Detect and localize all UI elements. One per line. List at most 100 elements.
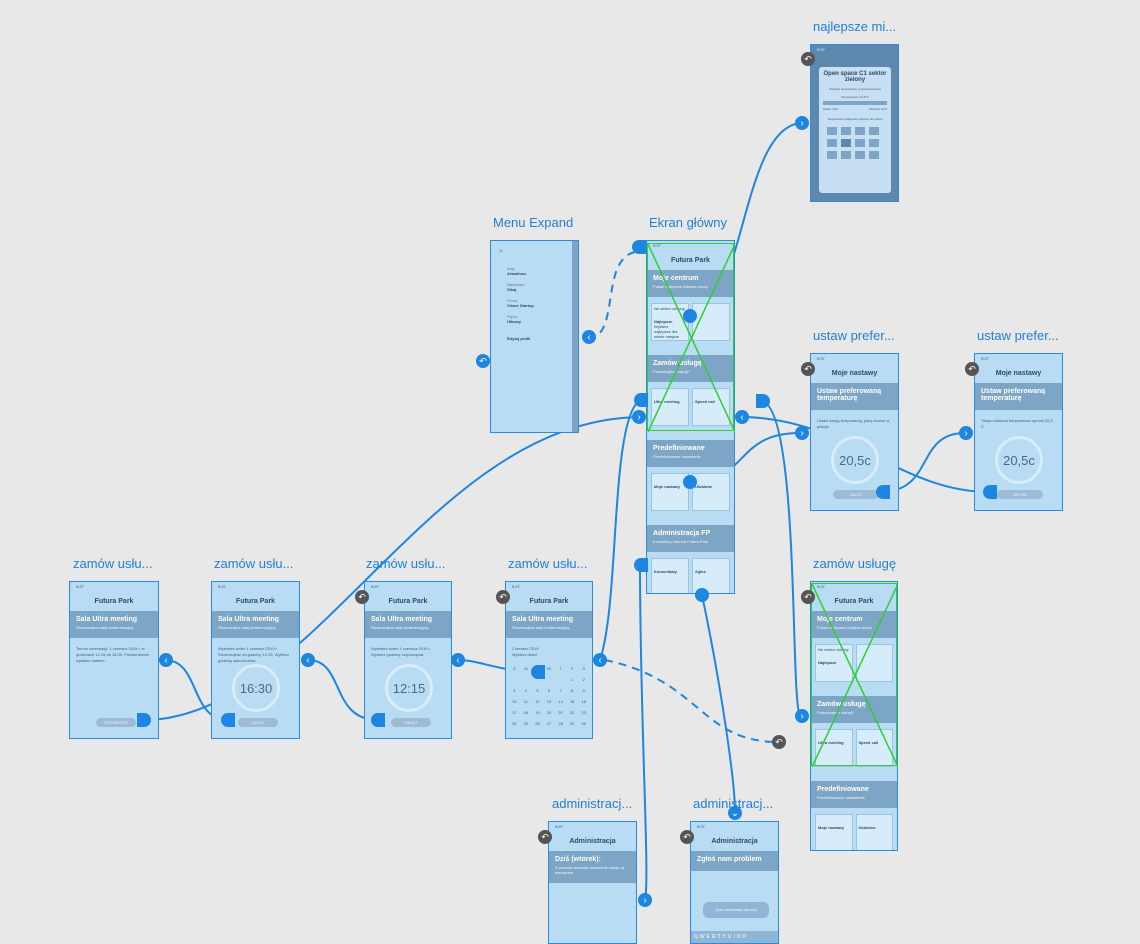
calendar-day[interactable]: 3 [513, 688, 516, 693]
undo-arrow-icon[interactable]: ↶ [496, 590, 510, 604]
calendar-day[interactable]: 7 [559, 688, 562, 693]
artboard-najlepsze[interactable]: 9:27 Open space C1 sektor zielony Zwięks… [810, 44, 899, 202]
next-button[interactable]: DALEJ [391, 718, 431, 727]
calendar-day[interactable]: 19 [535, 710, 540, 715]
card-moje-nastawy[interactable]: Moje nastawy [651, 473, 689, 511]
undo-arrow-icon[interactable]: ↶ [801, 590, 815, 604]
undo-arrow-icon[interactable]: ↶ [772, 735, 786, 749]
card-komunikaty[interactable]: Komunikaty [651, 558, 689, 593]
hotspot-nastawy[interactable] [683, 475, 697, 489]
artboard-title-ustaw-2[interactable]: ustaw prefer... [977, 328, 1059, 343]
artboard-title-zamow-1[interactable]: zamów usłu... [73, 556, 153, 571]
undo-arrow-icon[interactable]: ↶ [538, 830, 552, 844]
undo-arrow-icon[interactable]: ↶ [355, 590, 369, 604]
hotspot-next[interactable] [876, 485, 890, 499]
artboard-ustaw-1[interactable]: 9:27 Moje nastawy Ustaw preferowaną temp… [810, 353, 899, 511]
chevron-right-icon[interactable]: › [959, 426, 973, 440]
calendar-day[interactable]: 24 [512, 721, 517, 726]
artboard-title-admin-1[interactable]: administracj... [552, 796, 633, 811]
calendar-day[interactable]: 5 [536, 688, 539, 693]
chevron-left-icon[interactable]: ‹ [159, 653, 173, 667]
calendar-day[interactable]: 29 [569, 721, 575, 726]
chevron-left-icon[interactable]: ‹ [735, 410, 749, 424]
problem-input[interactable]: Opis zaistniałej sytuacji [703, 902, 769, 918]
undo-arrow-icon[interactable]: ↶ [801, 362, 815, 376]
hotspot-zglos[interactable] [695, 588, 709, 602]
hotspot-zamow[interactable] [634, 393, 648, 407]
artboard-admin-1[interactable]: 9:27 Administracja Dziś (wtorek):Z powod… [548, 821, 637, 944]
card-ulubione-nastawy[interactable]: Ulubione [692, 473, 730, 511]
calendar-day[interactable]: 6 [547, 688, 551, 693]
calendar-day[interactable]: 17 [512, 710, 517, 715]
undo-arrow-icon[interactable]: ↶ [680, 830, 694, 844]
card-speed-call[interactable]: Speed call [855, 729, 893, 767]
artboard-ustaw-2[interactable]: 9:27 Moje nastawy Ustaw preferowaną temp… [974, 353, 1063, 511]
menu-hotspot[interactable] [632, 240, 646, 254]
calendar-day[interactable]: 2 [582, 677, 585, 682]
hotspot-admin[interactable] [634, 558, 648, 572]
artboard-title-zamow-3[interactable]: zamów usłu... [366, 556, 446, 571]
calendar-day[interactable]: 21 [558, 710, 563, 715]
calendar-day[interactable]: 27 [546, 721, 552, 726]
calendar-day[interactable]: 28 [558, 721, 563, 726]
calendar-day[interactable]: 23 [581, 710, 586, 715]
artboard-title-ekran-glowny[interactable]: Ekran główny [649, 215, 728, 230]
card-speed-call[interactable]: Speed call [692, 388, 730, 426]
calendar-day[interactable]: 22 [569, 710, 575, 715]
next-button[interactable]: DALEJ [238, 718, 278, 727]
calendar-day[interactable]: 26 [535, 721, 540, 726]
undo-arrow-icon[interactable]: ↶ [476, 354, 490, 368]
calendar-day[interactable]: 18 [523, 710, 529, 715]
confirm-button[interactable]: POTWIERDŹ [96, 718, 136, 727]
calendar-day[interactable] [512, 677, 517, 682]
calendar-day[interactable]: 16 [581, 699, 586, 704]
calendar-day[interactable] [524, 677, 529, 682]
keyboard[interactable]: QWERTYUIOP [691, 931, 778, 943]
undo-arrow-icon[interactable]: ↶ [801, 52, 815, 66]
undo-arrow-icon[interactable]: ↶ [965, 362, 979, 376]
calendar-day[interactable]: 8 [571, 688, 574, 693]
chevron-right-icon[interactable]: › [638, 893, 652, 907]
artboard-title-zamow-2[interactable]: zamów usłu... [214, 556, 294, 571]
calendar-day[interactable]: 11 [523, 699, 528, 704]
hotspot-najlepsze[interactable] [683, 309, 697, 323]
artboard-admin-2[interactable]: 9:27 Administracja Zgłoś nam problem Opi… [690, 821, 779, 944]
card-zglos[interactable]: Zgłoś [692, 558, 730, 593]
chevron-right-icon[interactable]: › [632, 410, 646, 424]
close-icon[interactable]: × [499, 249, 503, 255]
time-dial[interactable]: 12:15 [385, 664, 433, 712]
hotspot-confirm[interactable] [137, 713, 151, 727]
desk-grid[interactable] [819, 121, 891, 165]
hotspot-next[interactable] [371, 713, 385, 727]
chevron-left-icon[interactable]: ‹ [451, 653, 465, 667]
calendar-day[interactable]: 12 [535, 699, 540, 704]
chevron-left-icon[interactable]: ‹ [301, 653, 315, 667]
artboard-title-najlepsze[interactable]: najlepsze mi... [813, 19, 897, 34]
time-dial[interactable]: 16:30 [232, 664, 280, 712]
hotspot-zamow-full[interactable] [756, 394, 770, 408]
calendar-day[interactable]: 9 [582, 688, 585, 693]
calendar-day[interactable]: 14 [558, 699, 563, 704]
card-ultra-meeting[interactable]: Ultra meeting [651, 388, 689, 426]
chevron-left-icon[interactable]: ‹ [582, 330, 596, 344]
calendar-day[interactable]: 10 [512, 699, 517, 704]
temp-dial[interactable]: 20,5c [831, 436, 879, 484]
calendar-day[interactable]: 30 [581, 721, 586, 726]
calendar-grid[interactable]: SMTWTFS123456789101112131415161718192021… [506, 666, 592, 726]
chevron-right-icon[interactable]: › [795, 116, 809, 130]
temp-bar[interactable] [823, 101, 887, 105]
